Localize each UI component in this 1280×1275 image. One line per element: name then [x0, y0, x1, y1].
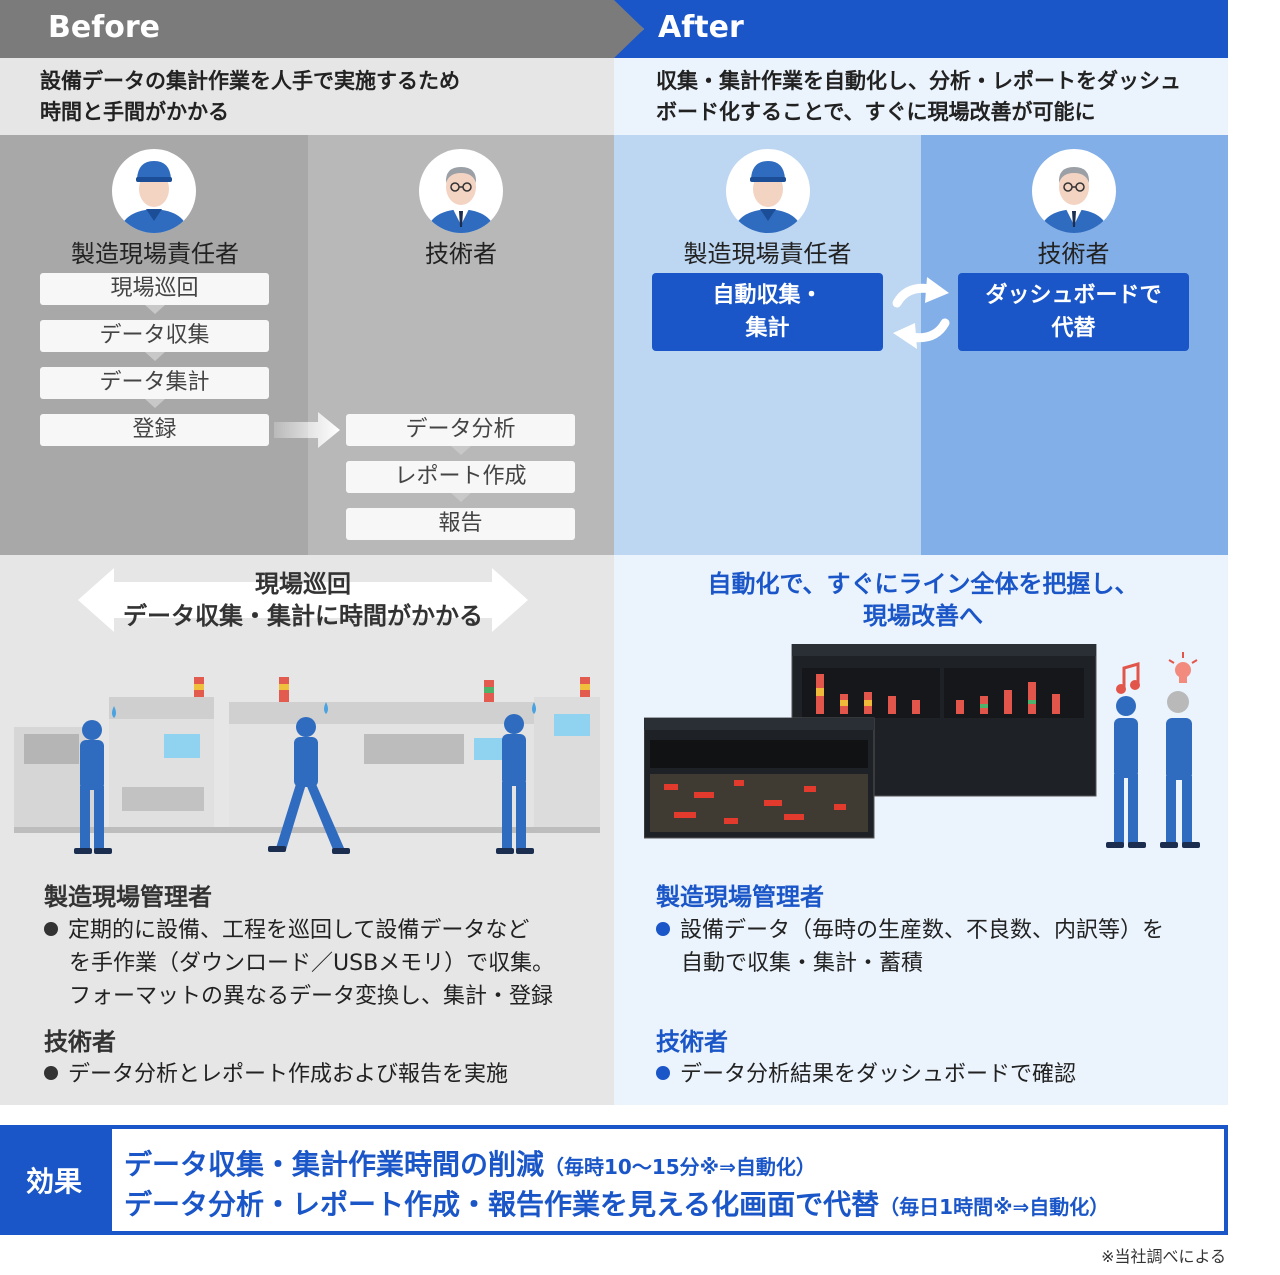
before-section2-line1: データ分析とレポート作成および報告を実施: [68, 1062, 509, 1087]
flow-down-arrow-icon: [451, 446, 471, 455]
auto-collect-box: 自動収集・ 集計: [652, 273, 883, 351]
factory-patrol-illustration: [14, 677, 600, 854]
worker-avatar-icon: [726, 149, 810, 233]
before-banner-line2: データ収集・集計に時間がかかる: [123, 602, 483, 630]
before-manager-step-4: 登録: [40, 414, 269, 446]
before-section2-title: 技術者: [44, 1028, 116, 1056]
after-banner-line2: 現場改善へ: [863, 602, 983, 630]
before-section1-line3: フォーマットの異なるデータ変換し、集計・登録: [69, 984, 554, 1009]
after-section2-title: 技術者: [656, 1028, 728, 1056]
dashboard-line1: ダッシュボードで: [985, 283, 1162, 308]
right-arrow-icon: [274, 412, 340, 448]
before-section1-title: 製造現場管理者: [44, 883, 212, 911]
after-section2-line1: データ分析結果をダッシュボードで確認: [680, 1062, 1077, 1087]
after-banner-line1: 自動化で、すぐにライン全体を把握し、: [707, 570, 1139, 598]
dashboard-box: ダッシュボードで 代替: [958, 273, 1189, 351]
after-banner: 自動化で、すぐにライン全体を把握し、 現場改善へ: [640, 568, 1206, 632]
worker-avatar-icon: [112, 149, 196, 233]
effect-line1-main: データ収集・集計作業時間の削減: [124, 1148, 545, 1181]
before-manager-step-2: データ収集: [40, 320, 269, 352]
before-banner: 現場巡回 データ収集・集計に時間がかかる: [78, 568, 528, 632]
after-section2-bullet: データ分析結果をダッシュボードで確認: [656, 1058, 1076, 1091]
before-manager-label: 製造現場責任者: [71, 240, 239, 268]
after-section1-title: 製造現場管理者: [656, 883, 824, 911]
before-section2-bullet: データ分析とレポート作成および報告を実施: [44, 1058, 508, 1091]
after-header-title: After: [658, 10, 744, 45]
effect-line2-main: データ分析・レポート作成・報告作業を見える化画面で代替: [124, 1188, 880, 1221]
before-description-line1: 設備データの集計作業を人手で実施するため: [40, 69, 460, 93]
after-description-band: 収集・集計作業を自動化し、分析・レポートをダッシュ ボード化することで、すぐに現…: [614, 58, 1228, 135]
cycle-arrows-icon: [892, 277, 950, 349]
after-section1-bullet: 設備データ（毎時の生産数、不良数、内訳等）を 自動で収集・集計・蓄積: [656, 914, 1164, 980]
bullet-dot-icon: [44, 1066, 58, 1080]
dashboard-screens-illustration: [644, 644, 1200, 848]
auto-collect-line1: 自動収集・: [712, 283, 823, 308]
flow-down-arrow-icon: [451, 493, 471, 502]
after-header: [612, 0, 1228, 58]
footnote: ※当社調べによる: [1101, 1247, 1226, 1266]
after-section1-line1: 設備データ（毎時の生産数、不良数、内訳等）を: [680, 918, 1165, 943]
bullet-dot-icon: [656, 1066, 670, 1080]
before-description-band: 設備データの集計作業を人手で実施するため 時間と手間がかかる: [0, 58, 614, 135]
dashboard-line2: 代替: [1051, 316, 1096, 341]
flow-down-arrow-icon: [145, 305, 165, 314]
effect-box: データ収集・集計作業時間の削減（毎時10～15分※⇒自動化） データ分析・レポー…: [108, 1125, 1228, 1235]
header-chevron-icon: [612, 0, 644, 58]
before-engineer-step-3: 報告: [346, 508, 575, 540]
flow-down-arrow-icon: [145, 352, 165, 361]
after-manager-label: 製造現場責任者: [683, 240, 852, 268]
engineer-avatar-icon: [419, 149, 503, 233]
before-header: [0, 0, 640, 58]
bullet-dot-icon: [656, 922, 670, 936]
before-manager-step-1: 現場巡回: [40, 273, 269, 305]
effect-line1-sub: （毎時10～15分※⇒自動化）: [544, 1155, 816, 1179]
before-section1-bullet: 定期的に設備、工程を巡回して設備データなど を手作業（ダウンロード／USBメモリ…: [44, 914, 554, 1013]
before-section1-line1: 定期的に設備、工程を巡回して設備データなど: [68, 918, 530, 943]
before-engineer-step-1: データ分析: [346, 414, 575, 446]
before-engineer-label: 技術者: [425, 240, 497, 268]
before-section1-line2: を手作業（ダウンロード／USBメモリ）で収集。: [69, 951, 555, 976]
effect-line2-sub: （毎日1時間※⇒自動化）: [879, 1195, 1110, 1219]
before-header-title: Before: [48, 10, 161, 45]
after-engineer-label: 技術者: [1037, 240, 1110, 268]
before-manager-step-3: データ集計: [40, 367, 269, 399]
bullet-dot-icon: [44, 922, 58, 936]
lightbulb-icon: [1168, 652, 1198, 683]
after-description-line1: 収集・集計作業を自動化し、分析・レポートをダッシュ: [656, 69, 1181, 93]
before-description-line2: 時間と手間がかかる: [40, 100, 229, 124]
effect-line2: データ分析・レポート作成・報告作業を見える化画面で代替（毎日1時間※⇒自動化）: [124, 1183, 1109, 1223]
double-arrow-icon: [78, 568, 528, 632]
auto-collect-line2: 集計: [745, 316, 790, 341]
engineer-avatar-icon: [1032, 149, 1116, 233]
before-engineer-step-2: レポート作成: [346, 461, 575, 493]
after-section1-line2: 自動で収集・集計・蓄積: [681, 951, 924, 976]
effect-line1: データ収集・集計作業時間の削減（毎時10～15分※⇒自動化）: [124, 1143, 816, 1183]
flow-down-arrow-icon: [145, 399, 165, 408]
before-banner-line1: 現場巡回: [255, 570, 351, 598]
after-description-line2: ボード化することで、すぐに現場改善が可能に: [656, 100, 1096, 124]
effect-tag: 効果: [0, 1125, 108, 1235]
music-note-icon: [1116, 662, 1140, 694]
